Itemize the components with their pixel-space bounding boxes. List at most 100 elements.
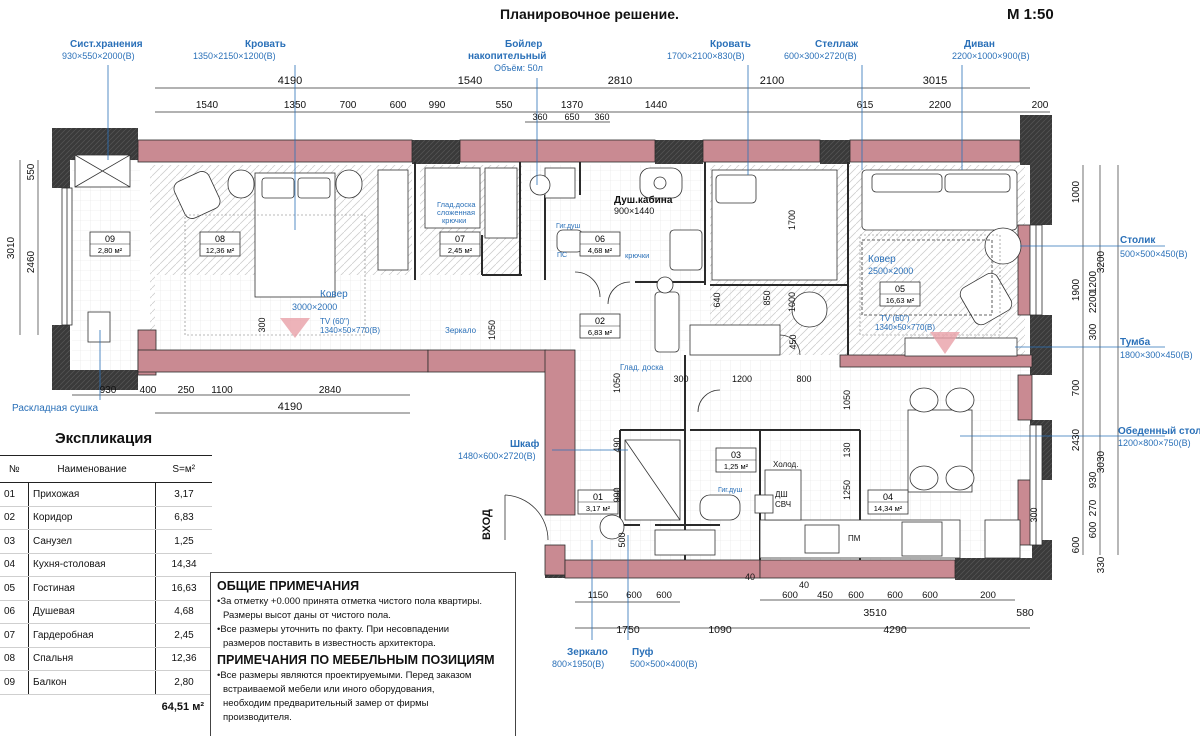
- dimension-lines: [19, 87, 1119, 629]
- dimension-label: 3510: [863, 607, 887, 619]
- row-name: Прихожая: [28, 482, 156, 507]
- dimension-label: 250: [178, 385, 195, 396]
- dimension-label: 3200: [1096, 250, 1107, 273]
- row-name: Санузел: [28, 529, 156, 554]
- dimension-label: 1050: [842, 390, 852, 410]
- room-tags: 092,80 м² 08 12,36 м² 072,45 м² 06 4,68 м² 05 1…: [89, 231, 921, 515]
- row-name: Гардеробная: [28, 623, 156, 648]
- dimension-label: 990: [612, 487, 622, 502]
- dimension-label: 2840: [319, 385, 342, 396]
- dimension-label: 600: [1088, 521, 1099, 538]
- dimension-label: 400: [140, 385, 157, 396]
- dimension-label: 330: [1096, 556, 1107, 573]
- annotation-pouf-name: Пуф: [632, 646, 654, 658]
- dimension-label: 1000: [1071, 180, 1082, 203]
- annotation-wardrobe-name: Шкаф: [510, 438, 540, 450]
- tv1-size: 1340×50×770(В): [320, 326, 380, 335]
- row-area: 6,83: [155, 506, 212, 530]
- carpet2-size: 2500×2000: [868, 266, 913, 276]
- row-area: 16,63: [155, 576, 212, 601]
- page-title: Планировочное решение.: [500, 6, 679, 22]
- dimension-label: 1090: [708, 624, 732, 636]
- tv1-label: TV (60"): [320, 317, 350, 326]
- dimension-label: 700: [340, 100, 357, 111]
- dimension-label: 2200: [929, 100, 952, 111]
- room-number: 05: [895, 284, 905, 294]
- microwave-label: СВЧ: [775, 500, 791, 509]
- annotation-bed1-size: 1350×2150×1200(В): [193, 51, 276, 61]
- dimension-label: 3030: [1096, 450, 1107, 473]
- row-area: 14,34: [155, 553, 212, 577]
- dimension-label: 1540: [196, 100, 219, 111]
- dimension-label: 930: [1088, 471, 1099, 488]
- annotation-boiler-line2: накопительный: [468, 51, 546, 62]
- dimension-label: 1750: [616, 624, 640, 636]
- furniture-annotations: Сист.хранения 930×550×2000(В) Кровать 13…: [12, 39, 1200, 669]
- annotation-dining-size: 1200×800×750(В): [1118, 438, 1191, 448]
- furniture-note-line: •Все размеры являются проектируемыми. Пе…: [217, 670, 472, 681]
- room-number: 06: [595, 234, 605, 244]
- room-number: 02: [595, 316, 605, 326]
- dimension-label: 1050: [612, 373, 622, 393]
- notes-panel: ОБЩИЕ ПРИМЕЧАНИЯ •За отметку +0.000 прин…: [210, 572, 516, 736]
- dimension-label: 550: [26, 163, 37, 180]
- dimension-label: 130: [842, 442, 852, 457]
- dimension-label: 3015: [923, 75, 947, 87]
- room-area: 12,36 м²: [206, 246, 235, 255]
- dimension-label: 1000: [787, 292, 797, 312]
- hyg-shower-label-2: Гиг.душ: [718, 487, 743, 494]
- row-name: Кухня-столовая: [28, 553, 156, 577]
- room-tag: 092,80 м²: [89, 231, 131, 257]
- dimension-label: 2430: [1071, 428, 1082, 451]
- dimension-label: 300: [673, 374, 688, 384]
- dimension-label: 600: [656, 590, 672, 601]
- room-area: 1,25 м²: [724, 462, 749, 471]
- dimension-label: 4190: [278, 75, 302, 87]
- dimension-label: 360: [594, 112, 609, 122]
- dimension-label: 2100: [760, 75, 784, 87]
- room-tag: 072,45 м²: [439, 231, 481, 257]
- annotation-bed2-size: 1700×2100×830(В): [667, 51, 745, 61]
- annotation-dining-name: Обеденный стол: [1118, 425, 1200, 437]
- carpet1-size: 3000×2000: [292, 302, 337, 312]
- room-number: 08: [215, 234, 225, 244]
- annotation-bed2-name: Кровать: [710, 39, 751, 50]
- dimension-label: 490: [612, 437, 622, 452]
- general-note-line: •Все размеры уточнить по факту. При несо…: [217, 624, 450, 635]
- annotation-dryer-name: Раскладная сушка: [12, 403, 99, 414]
- row-number: 02: [0, 506, 29, 530]
- doors: [504, 271, 801, 541]
- dimension-label: 3010: [6, 236, 17, 259]
- furniture-note-line: производителя.: [223, 712, 292, 723]
- dimension-label: 2810: [608, 75, 632, 87]
- dimension-label: 600: [887, 590, 903, 601]
- tv2-size: 1340×50×770(В): [875, 323, 935, 332]
- col-number: №: [0, 455, 29, 483]
- annotation-mirror-size: 800×1950(В): [552, 659, 604, 669]
- annotation-table-name: Столик: [1120, 235, 1156, 246]
- dimension-label: 990: [429, 100, 446, 111]
- dimension-label: 1100: [211, 385, 233, 396]
- row-number: 05: [0, 576, 29, 601]
- hooks-label-2: крючки: [625, 251, 649, 260]
- room-area: 4,68 м²: [588, 246, 613, 255]
- row-area: 12,36: [155, 647, 212, 671]
- annotation-bed1-name: Кровать: [245, 39, 286, 50]
- dimension-label: 1370: [561, 100, 584, 111]
- row-area: 2,45: [155, 623, 212, 648]
- dimension-label: 600: [922, 590, 938, 601]
- general-notes-title: ОБЩИЕ ПРИМЕЧАНИЯ: [217, 579, 360, 593]
- annotation-shelf-size: 600×300×2720(В): [784, 51, 857, 61]
- row-area: 2,80: [155, 670, 212, 695]
- row-area: 3,17: [155, 482, 212, 507]
- carpet1-label: Ковер: [320, 289, 348, 300]
- entry-label: ВХОД: [481, 509, 493, 540]
- dimension-label: 1350: [284, 100, 307, 111]
